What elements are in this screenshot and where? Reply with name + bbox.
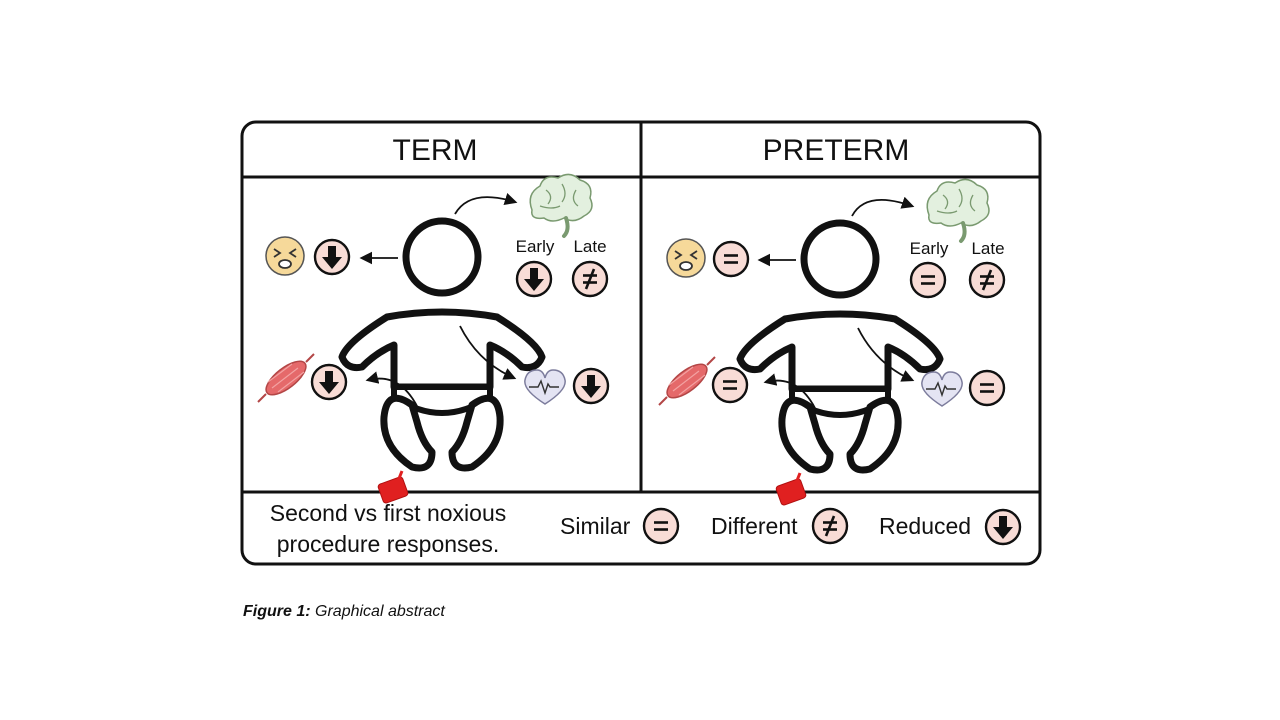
face-response-symbol xyxy=(712,240,750,278)
muscle-response-symbol xyxy=(310,363,348,401)
early-response-symbol xyxy=(909,261,947,299)
caption-text: Graphical abstract xyxy=(315,603,445,620)
late-response-symbol xyxy=(571,260,609,298)
term-panel: Early Late xyxy=(257,172,610,503)
legend-reduced-label: Reduced xyxy=(879,513,971,539)
similar-symbol xyxy=(642,507,680,545)
late-label: Late xyxy=(971,239,1004,258)
preterm-panel: Early Late xyxy=(658,177,1006,505)
early-label: Early xyxy=(910,239,949,258)
face-response-symbol xyxy=(313,238,351,276)
different-symbol xyxy=(811,507,849,545)
face-icon xyxy=(666,238,706,278)
heart-response-symbol xyxy=(968,369,1006,407)
caption-label: Figure 1: xyxy=(243,603,311,620)
late-response-symbol xyxy=(968,261,1006,299)
legend-different-label: Different xyxy=(711,513,798,539)
preterm-title: PRETERM xyxy=(763,134,910,167)
legend: Second vs first noxious procedure respon… xyxy=(270,500,1022,557)
legend-similar-label: Similar xyxy=(560,513,631,539)
early-label: Early xyxy=(516,237,555,256)
face-icon xyxy=(265,236,305,276)
legend-description-line2: procedure responses. xyxy=(277,531,499,557)
term-title: TERM xyxy=(393,134,478,167)
early-response-symbol xyxy=(515,260,553,298)
muscle-response-symbol xyxy=(711,366,749,404)
figure-caption: Figure 1: Graphical abstract xyxy=(243,603,445,621)
legend-description-line1: Second vs first noxious xyxy=(270,500,507,526)
reduced-symbol xyxy=(984,508,1022,546)
late-label: Late xyxy=(573,237,606,256)
heart-response-symbol xyxy=(572,367,610,405)
